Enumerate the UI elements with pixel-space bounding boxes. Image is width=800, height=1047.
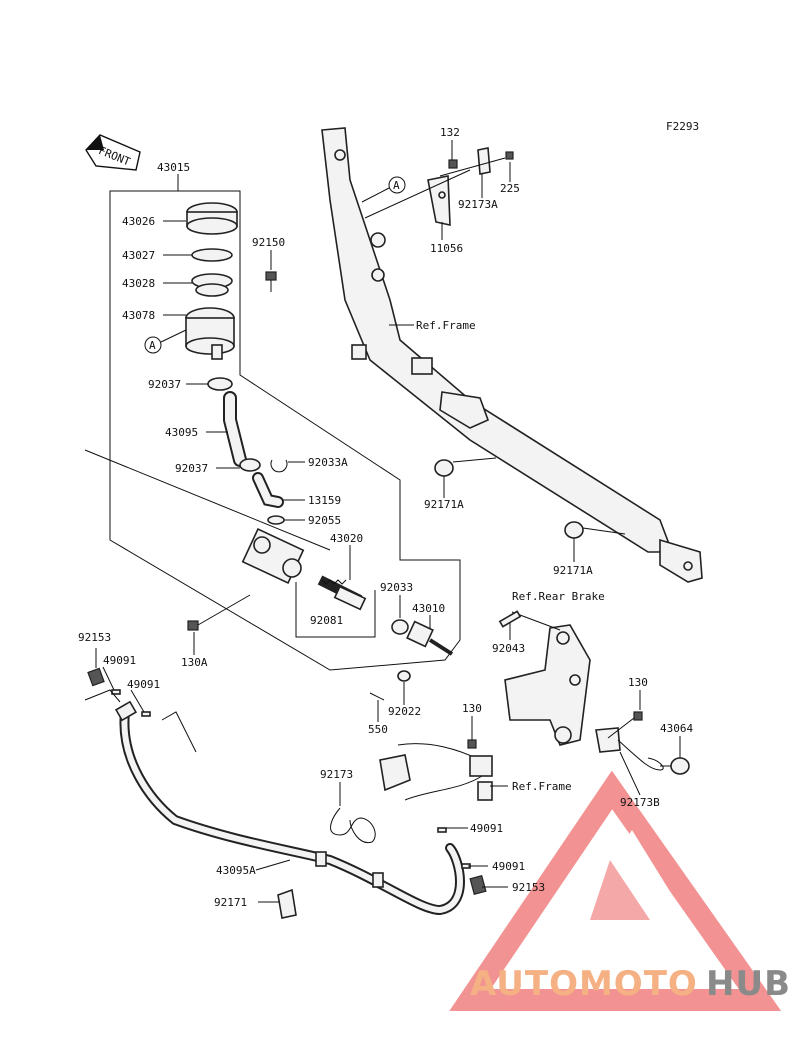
label-92033a: 92033A	[308, 456, 348, 469]
label-49091-d: 49091	[492, 860, 525, 873]
hose-clamp-upper	[207, 377, 233, 391]
push-rod-43010	[406, 620, 454, 656]
label-92043: 92043	[492, 642, 525, 655]
lower-frame-section	[397, 739, 493, 801]
bolt-130-upper	[633, 711, 643, 721]
master-cylinder-group-outline	[84, 174, 461, 671]
label-92173b: 92173B	[620, 796, 660, 809]
label-92171a-1: 92171A	[424, 498, 464, 511]
hose-end-upper	[114, 700, 138, 722]
bolt-132	[448, 159, 458, 169]
brake-hose-43095a	[119, 707, 465, 916]
reservoir-tank	[185, 307, 235, 360]
label-92153-a: 92153	[78, 631, 111, 644]
label-49091-a: 49091	[103, 654, 136, 667]
watermark-part1: AUTOMOTO	[470, 964, 698, 1004]
pin-92043	[498, 610, 522, 628]
label-43027: 43027	[122, 249, 155, 262]
frame-bracket-11056	[427, 175, 451, 226]
label-130-lower: 130	[462, 702, 482, 715]
label-92171a-2: 92171A	[553, 564, 593, 577]
label-92173: 92173	[320, 768, 353, 781]
label-11056: 11056	[430, 242, 463, 255]
label-43028: 43028	[122, 277, 155, 290]
label-43078: 43078	[122, 309, 155, 322]
diaphragm	[191, 273, 233, 297]
label-43095: 43095	[165, 426, 198, 439]
label-225: 225	[500, 182, 520, 195]
callout-a-left: A	[144, 329, 187, 354]
reservoir-bolt	[265, 271, 277, 292]
rear-brake-bracket	[504, 611, 591, 746]
leader-lines	[95, 140, 681, 903]
piston-bracket	[295, 582, 376, 638]
label-ref-frame-1: Ref.Frame	[416, 319, 476, 332]
label-ref-frame-2: Ref.Frame	[512, 780, 572, 793]
grommet-92171	[277, 888, 297, 919]
master-cylinder-body	[241, 528, 305, 584]
frame-rail	[321, 127, 703, 583]
callout-a-frame: A	[361, 176, 406, 203]
label-92081: 92081	[310, 614, 343, 627]
watermark-text: AUTOMOTO HUB	[470, 964, 791, 1004]
piston-assembly	[317, 575, 367, 611]
label-92022: 92022	[388, 705, 421, 718]
label-92171: 92171	[214, 896, 247, 909]
svg-text:A: A	[149, 339, 156, 352]
hose-clamp-lower	[239, 458, 261, 472]
label-92173a: 92173A	[458, 198, 498, 211]
circlip-92033a	[270, 459, 288, 473]
grommet-92171a-2	[564, 521, 584, 539]
label-13159: 13159	[308, 494, 341, 507]
label-49091-c: 49091	[470, 822, 503, 835]
washer-49091-upper-b	[141, 711, 151, 717]
split-pin-550	[369, 692, 385, 701]
reservoir-cap	[186, 202, 238, 235]
part-labels: 43015 43026 43027 43028 43078 92150 9203…	[78, 126, 693, 909]
grommet-92171a-1	[434, 459, 454, 477]
cap-43064	[670, 757, 690, 775]
label-130-right: 130	[628, 676, 648, 689]
label-43010: 43010	[412, 602, 445, 615]
label-92037-b: 92037	[175, 462, 208, 475]
label-43064: 43064	[660, 722, 693, 735]
label-49091-b: 49091	[127, 678, 160, 691]
o-ring-92055	[267, 515, 285, 525]
banjo-bolt-92153-lower	[469, 874, 487, 896]
clamp-92173a	[477, 147, 491, 175]
label-92033: 92033	[380, 581, 413, 594]
label-92150: 92150	[252, 236, 285, 249]
washer-92022	[397, 670, 411, 682]
label-43020: 43020	[330, 532, 363, 545]
watermark-part2: HUB	[706, 964, 791, 1004]
washer-49091-lower	[437, 827, 447, 833]
front-arrow-icon: FRONT	[85, 134, 141, 171]
label-130a: 130A	[181, 656, 208, 669]
label-43095a: 43095A	[216, 864, 256, 877]
svg-text:A: A	[393, 179, 400, 192]
screw-225	[505, 151, 514, 160]
label-43015: 43015	[157, 161, 190, 174]
label-ref-rear-brake: Ref.Rear Brake	[512, 590, 605, 603]
label-92153-b: 92153	[512, 881, 545, 894]
bracket-92173b	[595, 727, 664, 771]
figure-code: F2293	[666, 120, 699, 133]
label-132: 132	[440, 126, 460, 139]
diaphragm-plate	[191, 248, 233, 262]
watermark-logo	[449, 770, 782, 1011]
label-43026: 43026	[122, 215, 155, 228]
label-92037-a: 92037	[148, 378, 181, 391]
banjo-bolt-92153-upper	[87, 667, 105, 687]
bolt-130a	[187, 594, 251, 631]
hose-clip-92173	[330, 754, 411, 844]
label-550: 550	[368, 723, 388, 736]
label-92055: 92055	[308, 514, 341, 527]
circlip-92033	[391, 619, 409, 635]
